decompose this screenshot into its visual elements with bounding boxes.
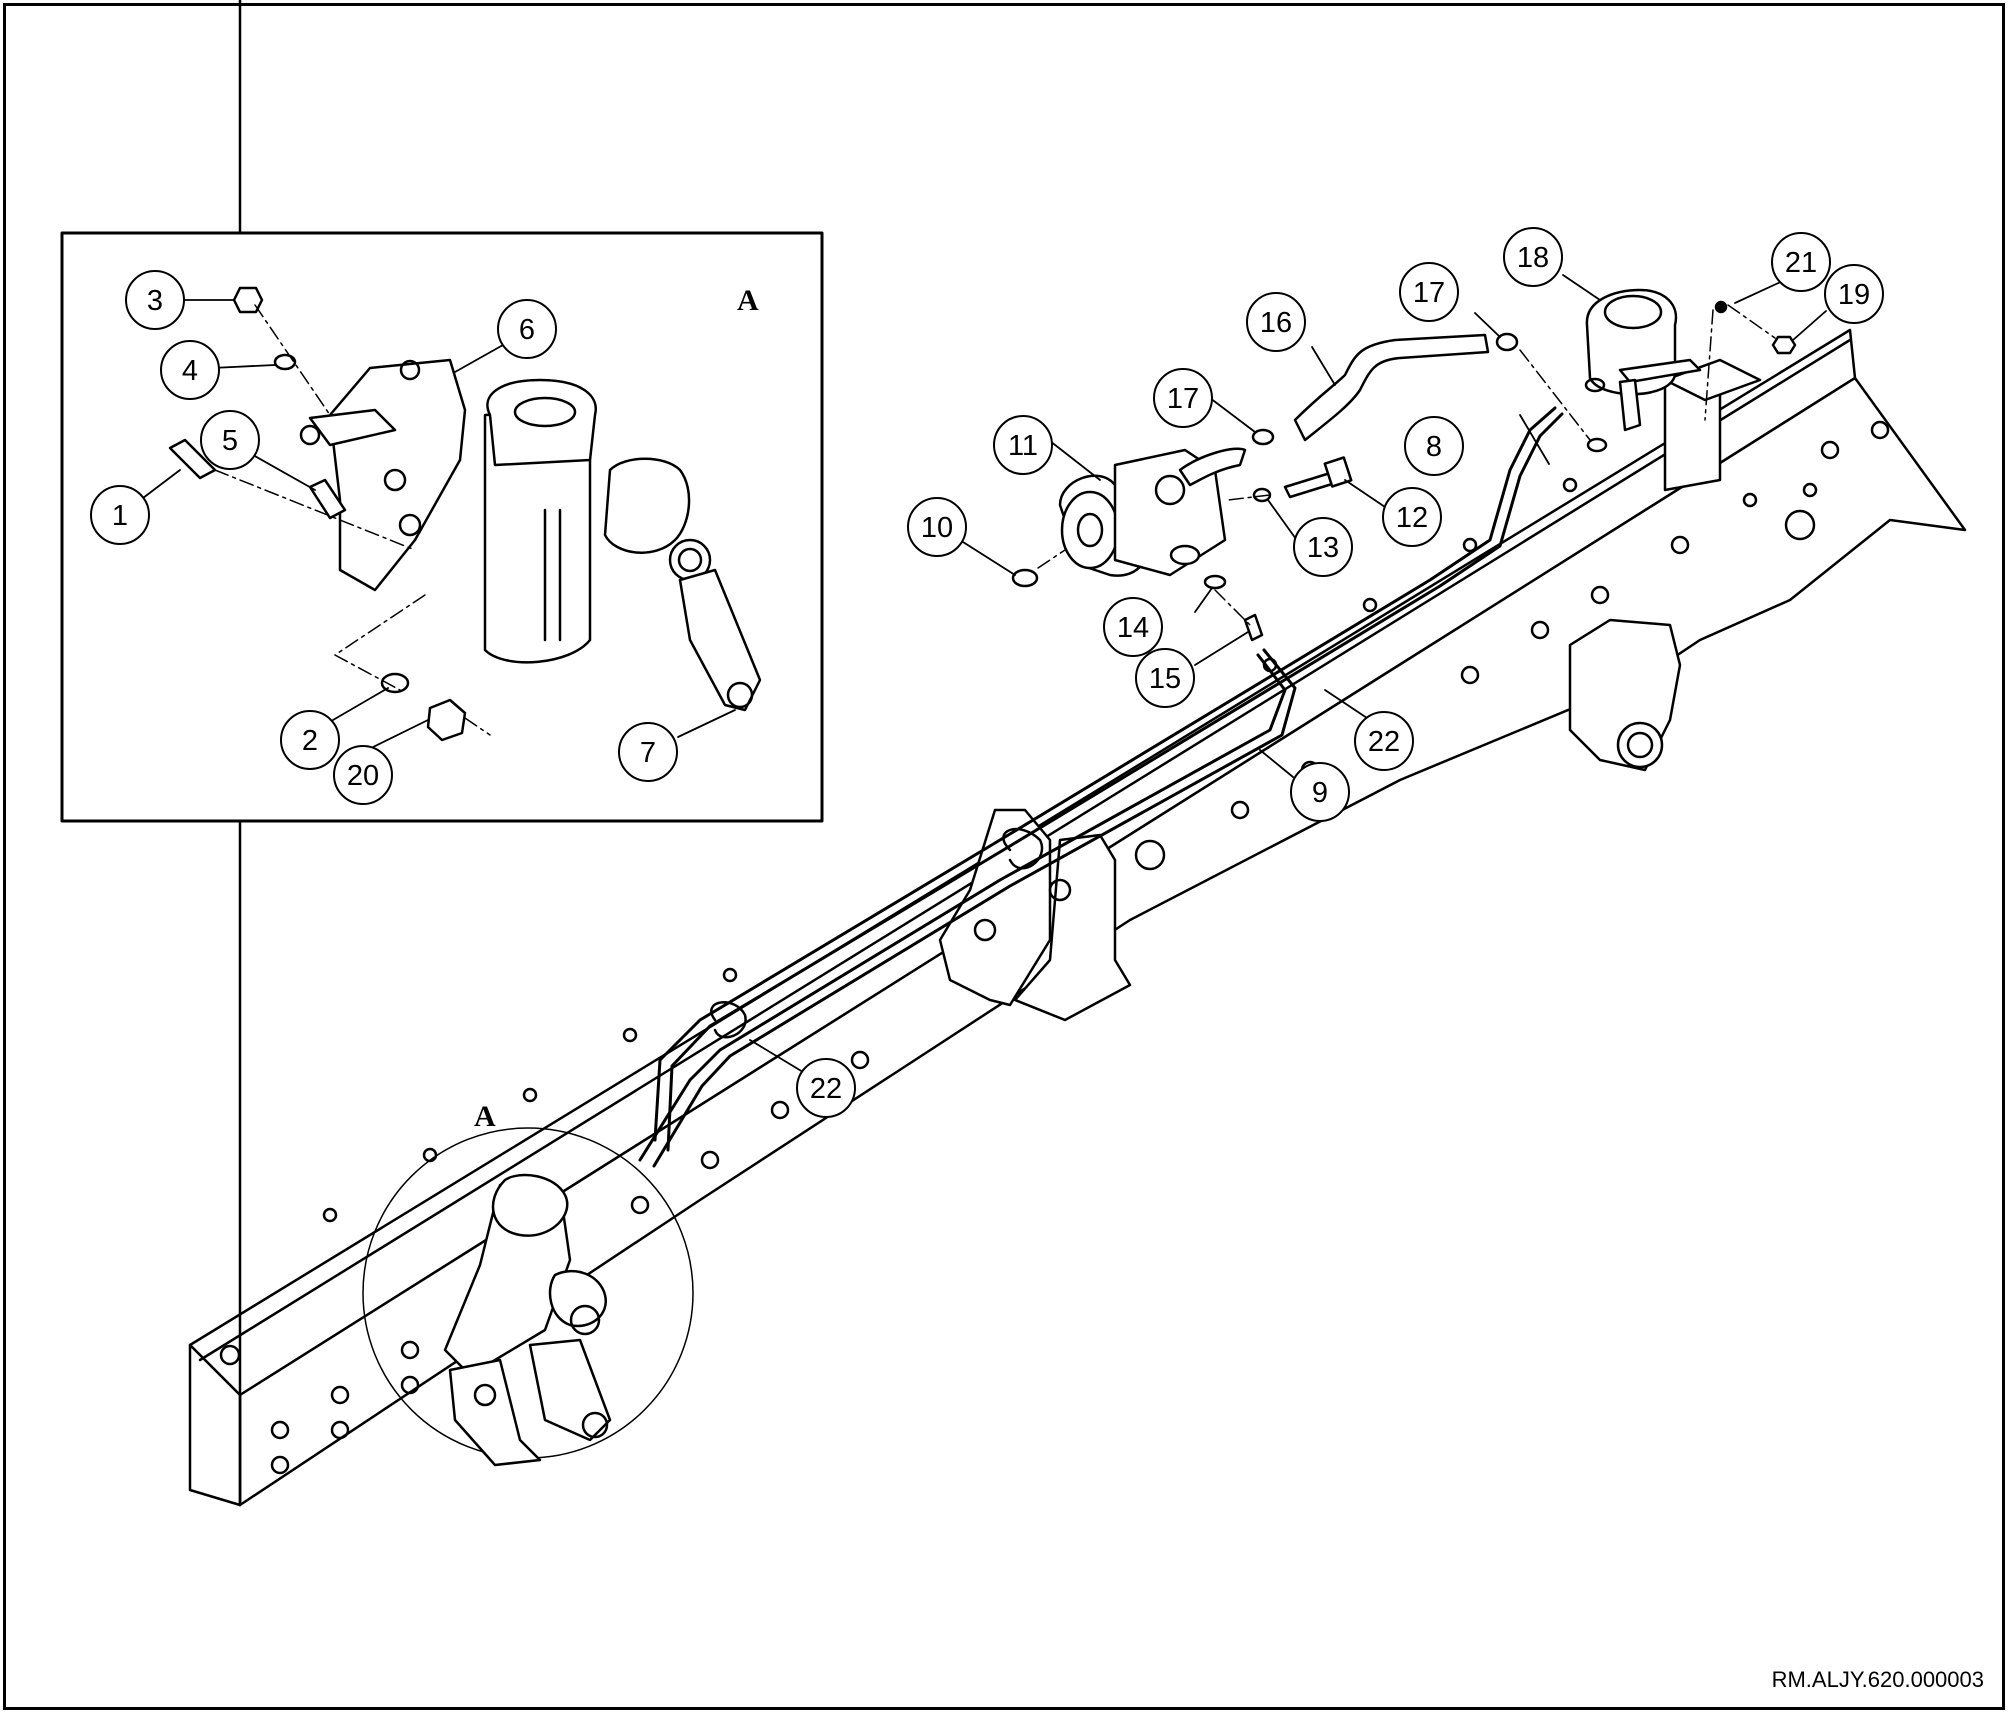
inset-view-a: [60, 231, 824, 823]
detail-view-label: A: [474, 1100, 496, 1133]
callout-leaders: [142, 274, 1827, 1073]
suction-hose: [1293, 333, 1490, 442]
pitman-arm: [678, 568, 762, 712]
svg-text:8: 8: [1426, 431, 1442, 463]
svg-text:19: 19: [1838, 279, 1870, 311]
callout-17-upper: 17: [1399, 262, 1459, 322]
callout-21: 21: [1771, 232, 1831, 292]
svg-text:22: 22: [1368, 726, 1400, 758]
steering-gear-detail: [362, 1127, 694, 1467]
svg-text:1: 1: [112, 500, 128, 532]
svg-text:6: 6: [519, 314, 535, 346]
svg-text:9: 9: [1312, 777, 1328, 809]
callout-13: 13: [1293, 517, 1353, 577]
document-reference: RM.ALJY.620.000003: [1771, 1667, 1984, 1692]
page-border: [3, 3, 2005, 1710]
svg-text:17: 17: [1413, 277, 1445, 309]
callout-20: 20: [333, 745, 393, 805]
callout-6: 6: [497, 299, 557, 359]
callout-8: 8: [1404, 416, 1464, 476]
callout-18: 18: [1503, 227, 1563, 287]
callout-bubbles: 1 2 3 4 5 6 7 8 9 10 11 12 13 14 15 16 1…: [90, 227, 1884, 1118]
svg-text:12: 12: [1396, 502, 1428, 534]
callout-7: 7: [618, 722, 678, 782]
svg-text:3: 3: [147, 285, 163, 317]
callout-1: 1: [90, 485, 150, 545]
svg-text:14: 14: [1117, 612, 1149, 644]
svg-text:10: 10: [921, 512, 953, 544]
svg-text:20: 20: [347, 760, 379, 792]
callout-16: 16: [1246, 292, 1306, 352]
callout-5: 5: [200, 410, 260, 470]
callout-2: 2: [280, 710, 340, 770]
callout-3: 3: [125, 270, 185, 330]
chassis-frame-rail: [188, 0, 1967, 1507]
callout-22-upper: 22: [1354, 711, 1414, 771]
svg-text:22: 22: [810, 1073, 842, 1105]
svg-text:16: 16: [1260, 307, 1292, 339]
callout-22-lower: 22: [796, 1058, 856, 1118]
svg-text:17: 17: [1167, 383, 1199, 415]
svg-text:18: 18: [1517, 242, 1549, 274]
pressure-and-return-lines: [638, 406, 1564, 1168]
svg-text:11: 11: [1008, 430, 1038, 462]
callout-12: 12: [1382, 487, 1442, 547]
svg-text:2: 2: [302, 725, 318, 757]
svg-text:13: 13: [1307, 532, 1339, 564]
callout-9: 9: [1290, 762, 1350, 822]
svg-text:15: 15: [1149, 663, 1181, 695]
svg-text:7: 7: [640, 737, 656, 769]
callout-15: 15: [1135, 648, 1195, 708]
callout-17-lower: 17: [1153, 368, 1213, 428]
inset-view-label: A: [737, 284, 759, 317]
callout-14: 14: [1103, 597, 1163, 657]
fastener-stack: [168, 286, 467, 742]
svg-text:5: 5: [222, 425, 238, 457]
svg-text:4: 4: [182, 355, 198, 387]
steering-column-shaft: [483, 408, 592, 664]
callout-11: 11: [993, 415, 1053, 475]
callout-10: 10: [907, 497, 967, 557]
callout-19: 19: [1824, 264, 1884, 324]
pump-and-reservoir-group: [1011, 288, 1797, 642]
callout-4: 4: [160, 340, 220, 400]
svg-text:21: 21: [1785, 247, 1817, 279]
